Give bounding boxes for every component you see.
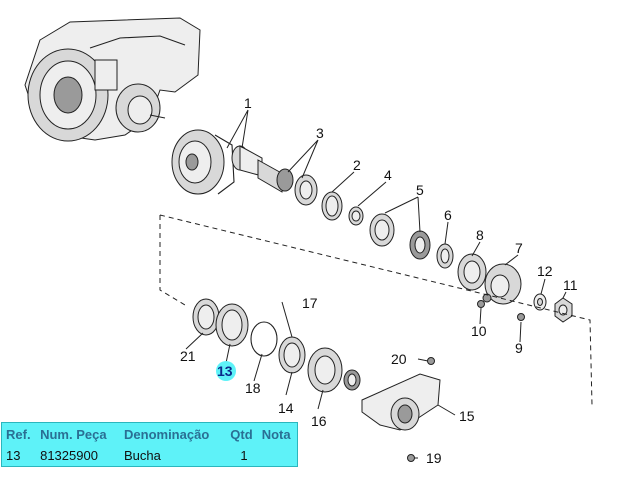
bearing-5 <box>369 213 431 260</box>
callout-21[interactable]: 21 <box>180 348 196 364</box>
col-header-qty: Qtd <box>230 426 253 442</box>
spacer-4 <box>348 206 364 226</box>
bolt-20 <box>427 357 435 365</box>
callout-20[interactable]: 20 <box>391 351 407 367</box>
highlight-marker <box>216 361 236 381</box>
callout-2[interactable]: 2 <box>353 157 361 173</box>
callout-8[interactable]: 8 <box>476 227 484 243</box>
bushing-13 <box>215 303 249 347</box>
flange-7 <box>482 263 522 305</box>
ring-21 <box>192 298 220 336</box>
col-header-part-number: Num. Peça <box>40 426 107 442</box>
ring-2 <box>321 191 343 221</box>
callout-11[interactable]: 11 <box>563 277 578 293</box>
col-header-description: Denominação <box>124 426 210 442</box>
screw-19 <box>407 454 415 462</box>
callout-6[interactable]: 6 <box>444 207 452 223</box>
callout-19[interactable]: 19 <box>426 450 442 466</box>
callout-3[interactable]: 3 <box>316 125 324 141</box>
col-header-ref: Ref. <box>6 426 31 442</box>
pinion-shaft <box>231 145 286 193</box>
bearing-16 <box>307 347 361 393</box>
callout-17[interactable]: 17 <box>302 295 318 311</box>
callout-14[interactable]: 14 <box>278 400 294 416</box>
cell-ref: 13 <box>6 448 21 463</box>
assembly-frame <box>159 214 593 406</box>
bracket-15 <box>361 373 441 431</box>
cell-part-number: 81325900 <box>40 448 98 463</box>
callout-15[interactable]: 15 <box>459 408 475 424</box>
o-ring-18 <box>250 321 278 357</box>
bolt-9 <box>517 313 525 321</box>
col-header-note: Nota <box>261 426 291 442</box>
seal-6 <box>436 243 454 269</box>
cell-note <box>258 445 298 467</box>
callout-18[interactable]: 18 <box>245 380 261 396</box>
ring-14 <box>278 336 306 374</box>
parts-table: Ref. Num. Peça Denominação Qtd Nota 13 8… <box>1 422 298 467</box>
callout-16[interactable]: 16 <box>311 413 327 429</box>
bolt-10 <box>477 300 485 308</box>
callout-7[interactable]: 7 <box>515 240 523 256</box>
callout-10[interactable]: 10 <box>471 323 487 339</box>
callout-12[interactable]: 12 <box>537 263 553 279</box>
cell-qty: 1 <box>240 448 248 463</box>
ring-gear <box>171 129 235 195</box>
callout-5[interactable]: 5 <box>416 182 424 198</box>
callout-13[interactable]: 13 <box>217 363 233 379</box>
nut-11 <box>554 297 573 323</box>
callout-9[interactable]: 9 <box>515 340 523 356</box>
bearing-3 <box>276 168 318 206</box>
washer-12 <box>533 293 547 311</box>
table-header-row: Ref. Num. Peça Denominação Qtd Nota <box>2 423 298 446</box>
table-row[interactable]: 13 81325900 Bucha 1 <box>2 445 298 467</box>
cell-description: Bucha <box>124 448 161 463</box>
leader-lines <box>185 109 567 459</box>
axle-housing <box>24 17 201 142</box>
ring-8 <box>457 253 487 291</box>
callout-1[interactable]: 1 <box>244 95 252 111</box>
callout-4[interactable]: 4 <box>384 167 392 183</box>
